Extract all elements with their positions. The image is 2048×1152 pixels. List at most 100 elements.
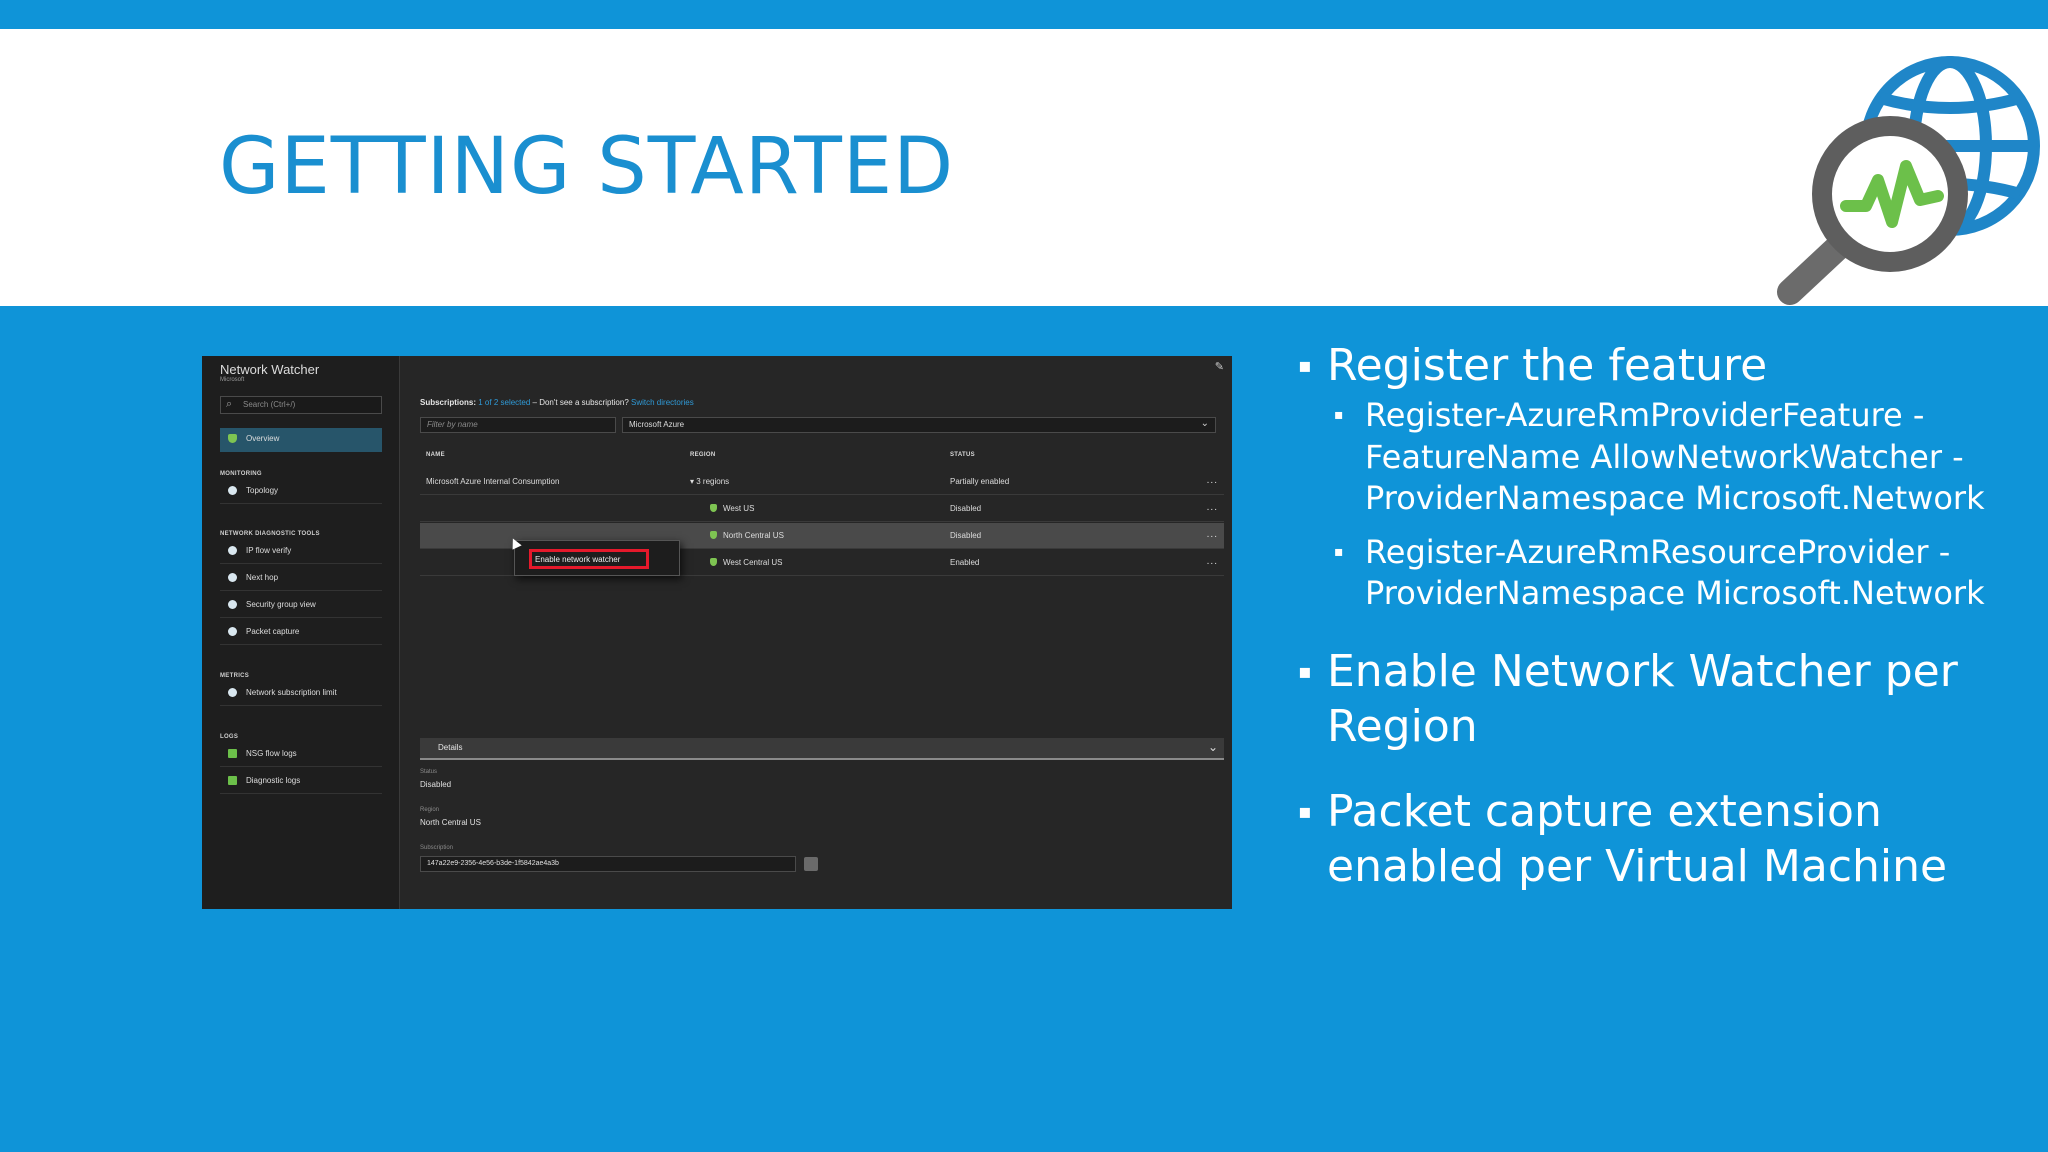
magnifier-icon <box>228 600 237 609</box>
sidebar-selected-highlight <box>220 428 382 452</box>
sidebar-item-label: Overview <box>246 434 280 443</box>
shield-icon <box>228 434 237 443</box>
row-status: Disabled <box>950 531 982 540</box>
sidebar: Network Watcher Microsoft ⌕ Search (Ctrl… <box>202 356 400 909</box>
bullet-list: ▪Register the feature ▪Register-AzureRmP… <box>1290 338 2030 894</box>
row-region-label: West Central US <box>723 558 783 567</box>
magnifier-icon <box>228 573 237 582</box>
slide-title: GETTING STARTED <box>219 122 955 212</box>
sidebar-item-label: Diagnostic logs <box>246 776 301 785</box>
subscriptions-question: – Don't see a subscription? <box>532 398 629 407</box>
sidebar-item-next-hop[interactable]: Next hop <box>220 567 382 591</box>
sidebar-item-overview[interactable]: Overview <box>220 428 382 452</box>
bullet-text: Enable Network Watcher per Region <box>1327 645 1958 752</box>
row-menu-button[interactable]: ... <box>1206 475 1218 486</box>
gauge-icon <box>228 688 237 697</box>
sidebar-item-subscription-limit[interactable]: Network subscription limit <box>220 682 382 706</box>
sidebar-search-input[interactable]: ⌕ Search (Ctrl+/) <box>220 396 382 414</box>
sidebar-item-topology[interactable]: Topology <box>220 480 382 504</box>
row-region-label: North Central US <box>723 531 784 540</box>
pin-icon[interactable]: ✎ <box>1214 361 1224 373</box>
log-icon <box>228 776 237 785</box>
main-pane: Subscriptions: 1 of 2 selected – Don't s… <box>400 356 1232 909</box>
log-icon <box>228 749 237 758</box>
copy-icon[interactable] <box>804 857 818 871</box>
sidebar-item-label: Packet capture <box>246 627 300 636</box>
sidebar-item-packet-capture[interactable]: Packet capture <box>220 621 382 645</box>
bullet-packet-capture: ▪Packet capture extension enabled per Vi… <box>1298 785 1948 892</box>
details-title: Details <box>438 743 463 752</box>
network-watcher-screenshot: Network Watcher Microsoft ⌕ Search (Ctrl… <box>202 356 1232 909</box>
row-menu-button[interactable]: ... <box>1206 529 1218 540</box>
section-logs: LOGS <box>220 734 239 740</box>
details-subscription-field[interactable]: 147a22e9-2356-4e56-b3de-1f5842ae4a3b <box>420 856 796 872</box>
sidebar-item-label: IP flow verify <box>246 546 292 555</box>
row-menu-button[interactable]: ... <box>1206 502 1218 513</box>
table-row[interactable]: West Central US Enabled ... <box>420 550 1224 576</box>
table-row[interactable]: Microsoft Azure Internal Consumption ▾ 3… <box>420 469 1224 495</box>
sidebar-item-security-group[interactable]: Security group view <box>220 594 382 618</box>
subbullet-register-resource-provider: ▪Register-AzureRmResourceProvider - Prov… <box>1334 532 1985 613</box>
details-status-label: Status <box>420 769 438 775</box>
section-diagnostic-tools: NETWORK DIAGNOSTIC TOOLS <box>220 531 320 537</box>
sidebar-item-ip-flow[interactable]: IP flow verify <box>220 540 382 564</box>
magnifier-icon <box>228 627 237 636</box>
filter-by-name-input[interactable]: Filter by name <box>420 417 616 433</box>
topology-icon <box>228 486 237 495</box>
sidebar-item-nsg-flow-logs[interactable]: NSG flow logs <box>220 743 382 767</box>
bullet-text: Packet capture extension enabled per Vir… <box>1327 785 1948 892</box>
switch-directories-link[interactable]: Switch directories <box>631 398 694 407</box>
subscription-dropdown-value: Microsoft Azure <box>629 420 685 429</box>
bullet-register-feature: ▪Register the feature <box>1298 340 1768 391</box>
details-status-value: Disabled <box>420 780 452 789</box>
context-menu: Enable network watcher <box>514 540 680 576</box>
row-status: Disabled <box>950 504 982 513</box>
subbullet-register-provider-feature: ▪Register-AzureRmProviderFeature - Featu… <box>1334 396 1985 517</box>
bullet-text: Register the feature <box>1327 340 1768 391</box>
subscription-dropdown[interactable]: Microsoft Azure ⌄ <box>622 417 1216 433</box>
subscriptions-line: Subscriptions: 1 of 2 selected – Don't s… <box>420 398 694 407</box>
row-name: Microsoft Azure Internal Consumption <box>426 477 560 486</box>
row-status: Partially enabled <box>950 477 1010 486</box>
bullet-enable-network-watcher: ▪Enable Network Watcher per Region <box>1298 645 1958 752</box>
details-region-label: Region <box>420 807 440 813</box>
details-subscription-label: Subscription <box>420 845 454 851</box>
shield-icon <box>710 531 717 539</box>
row-status: Enabled <box>950 558 980 567</box>
details-panel-header[interactable]: Details ⌄ <box>420 738 1224 760</box>
sidebar-item-diagnostic-logs[interactable]: Diagnostic logs <box>220 770 382 794</box>
row-menu-button[interactable]: ... <box>1206 556 1218 567</box>
row-region: West US <box>710 504 754 513</box>
search-icon: ⌕ <box>226 398 233 410</box>
sidebar-item-label: Security group view <box>246 600 316 609</box>
row-region[interactable]: ▾ 3 regions <box>690 477 730 486</box>
shield-icon <box>710 558 717 566</box>
column-header-region[interactable]: REGION <box>690 452 716 458</box>
subbullet-text: Register-AzureRmResourceProvider - Provi… <box>1365 532 1985 613</box>
enable-network-watcher-menu-item[interactable]: Enable network watcher <box>529 549 649 569</box>
sidebar-item-label: Network subscription limit <box>246 688 337 697</box>
chevron-down-icon: ⌄ <box>1207 740 1218 754</box>
column-header-status[interactable]: STATUS <box>950 452 975 458</box>
top-stripe <box>0 0 2048 29</box>
subbullet-text: Register-AzureRmProviderFeature - Featur… <box>1365 396 1985 517</box>
sidebar-item-label: NSG flow logs <box>246 749 297 758</box>
sidebar-item-label: Topology <box>246 486 279 495</box>
chevron-down-icon: ⌄ <box>1200 418 1209 429</box>
section-monitoring: MONITORING <box>220 471 262 477</box>
app-subtitle: Microsoft <box>220 377 245 383</box>
section-metrics: METRICS <box>220 673 250 679</box>
magnifier-icon <box>228 546 237 555</box>
app-title: Network Watcher <box>220 362 320 377</box>
slide-header <box>0 29 2048 306</box>
table-row[interactable]: West US Disabled ... <box>420 496 1224 522</box>
details-region-value: North Central US <box>420 818 481 827</box>
shield-icon <box>710 504 717 512</box>
column-header-name[interactable]: NAME <box>426 452 445 458</box>
subscriptions-selected-link[interactable]: 1 of 2 selected <box>478 398 531 407</box>
search-placeholder: Search (Ctrl+/) <box>243 400 296 409</box>
network-watcher-globe-magnifier-icon <box>1777 56 2040 305</box>
subscriptions-label: Subscriptions: <box>420 398 477 407</box>
sidebar-item-label: Next hop <box>246 573 279 582</box>
